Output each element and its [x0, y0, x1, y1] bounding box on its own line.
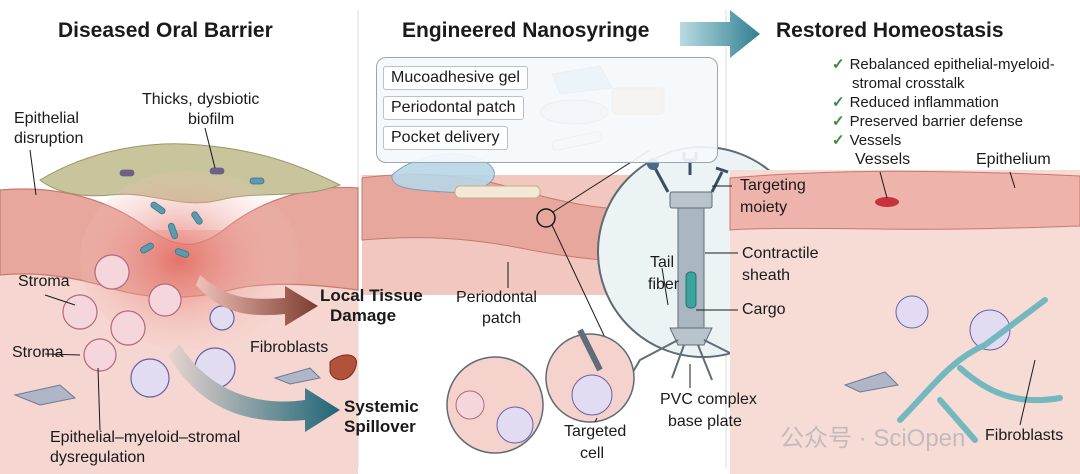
label-base-plate: base plate: [668, 413, 742, 430]
mini-syringe: [577, 328, 603, 372]
check-item-barrier: ✓Preserved barrier defense: [832, 114, 1023, 130]
check-icon: ✓: [832, 94, 845, 111]
systemic-spillover-arrow: [168, 345, 340, 432]
label-targeting: Targeting: [740, 177, 806, 194]
label-biofilm-2: biofilm: [188, 111, 235, 128]
cargo-capsule: [685, 271, 697, 309]
targeting-stem-left: [653, 167, 670, 193]
label-pvc-complex: PVC complex: [660, 391, 757, 408]
syringe-head: [669, 191, 713, 209]
right-panel-title: Restored Homeostasis: [776, 19, 1004, 42]
check-icon: ✓: [832, 113, 845, 130]
label-targeted: Targeted: [564, 423, 627, 440]
label-fiber: fiber: [648, 276, 680, 293]
label-contractile: Contractile: [742, 245, 819, 262]
left-fibroblast-cell-2: [273, 367, 322, 385]
label-moiety: moiety: [740, 199, 788, 216]
left-tissue: [0, 143, 359, 474]
immune-cells: [62, 254, 236, 398]
right-tissue: [729, 170, 1080, 474]
label-damage: Damage: [330, 306, 397, 325]
label-stroma-top: Stroma: [18, 273, 70, 290]
right-fibroblast-small: [843, 371, 900, 393]
label-right-fibroblasts: Fibroblasts: [985, 427, 1064, 444]
base-plate: [669, 327, 713, 346]
label-sheath: sheath: [742, 267, 791, 284]
check-item-vessels: ✓Vessels: [832, 133, 901, 149]
attach-cell-1: [455, 390, 485, 420]
vessel-mark: [875, 197, 899, 207]
nanosyringe: [627, 152, 757, 381]
patch-strip: [454, 185, 541, 199]
leader-lines: [29, 127, 1036, 431]
label-epithelial-disruption-2: disruption: [14, 130, 84, 147]
label-dysregulation-1: Epithelial–myeloid–stromal: [50, 429, 241, 446]
transition-arrow: [680, 10, 760, 58]
label-systemic: Systemic: [344, 397, 419, 416]
check-item-crosstalk: stromal crosstalk: [852, 76, 965, 92]
label-stroma-bottom: Stroma: [12, 344, 64, 361]
check-item-rebalanced: ✓Rebalanced epithelial-myeloid-: [832, 57, 1055, 73]
delivery-options-panel: Mucoadhesive gel Periodontal patch Pocke…: [376, 57, 718, 163]
local-damage-arrow: [196, 275, 318, 326]
label-patch: patch: [482, 310, 522, 327]
label-biofilm-1: Thicks, dysbiotic: [142, 91, 260, 108]
label-local-tissue: Local Tissue: [320, 286, 423, 305]
middle-panel-title: Engineered Nanosyringe: [402, 19, 650, 42]
check-item-inflammation: ✓Reduced inflammation: [832, 95, 999, 111]
label-cell: cell: [580, 445, 605, 462]
label-left-fibroblasts: Fibroblasts: [250, 339, 329, 356]
option-pocket-delivery: Pocket delivery: [383, 126, 508, 150]
label-periodontal: Periodontal: [456, 289, 537, 306]
label-tail: Tail: [650, 254, 675, 271]
label-epithelium: Epithelium: [976, 151, 1051, 168]
check-text-crosstalk: stromal crosstalk: [852, 75, 965, 92]
check-icon: ✓: [832, 56, 845, 73]
left-panel-title: Diseased Oral Barrier: [58, 19, 273, 42]
label-cargo: Cargo: [742, 301, 786, 318]
option-periodontal-patch: Periodontal patch: [383, 96, 524, 120]
check-icon: ✓: [832, 132, 845, 149]
label-dysregulation-2: dysregulation: [50, 449, 146, 466]
targeted-cell-shape: [571, 374, 613, 416]
bacteria-cluster: [119, 167, 265, 258]
liver-icon: [329, 354, 357, 381]
option-mucoadhesive-gel: Mucoadhesive gel: [383, 66, 528, 90]
check-text-barrier: Preserved barrier defense: [849, 113, 1024, 130]
check-text-vessels: Vessels: [849, 132, 902, 149]
left-fibroblast-cell: [13, 384, 77, 406]
label-spillover: Spillover: [344, 417, 416, 436]
label-epithelial-disruption-1: Epithelial: [14, 110, 79, 127]
zoom-origin-circle: [536, 208, 556, 228]
check-text-inflammation: Reduced inflammation: [849, 94, 999, 111]
targeting-stem-right: [710, 166, 729, 193]
right-immune-cell-1: [895, 295, 929, 329]
attach-cell-2: [496, 406, 534, 444]
label-vessels: Vessels: [855, 151, 911, 168]
watermark: 公众号 · SciOpen: [780, 425, 966, 452]
fibroblast-network: [897, 297, 1063, 443]
check-text-rebalanced: Rebalanced epithelial-myeloid-: [849, 56, 1055, 73]
